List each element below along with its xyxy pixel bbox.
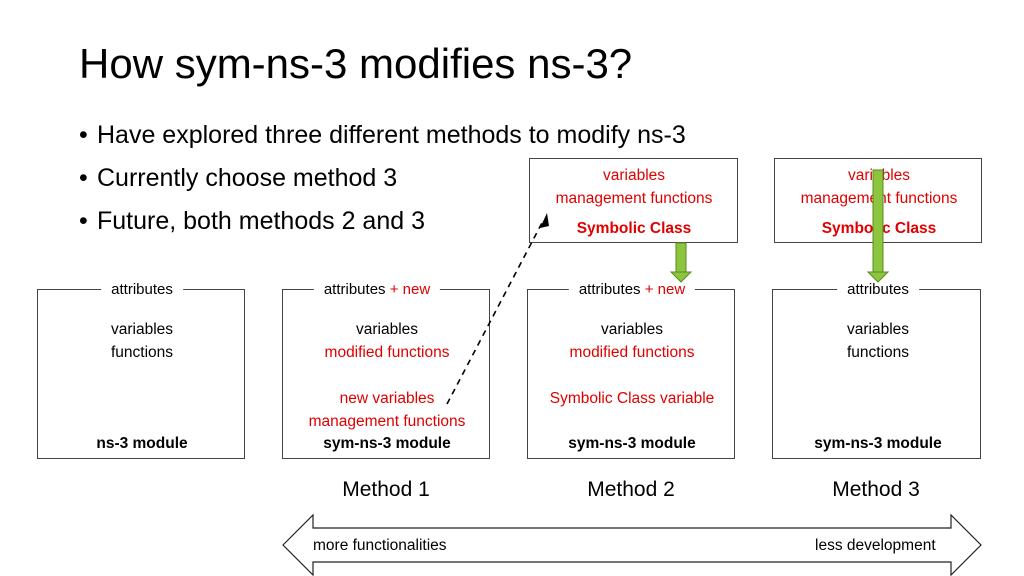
module-name: ns-3 module xyxy=(96,435,188,452)
method2-module-box: attributes + new variables modified func… xyxy=(527,281,735,459)
slide-title: How sym-ns-3 modifies ns-3? xyxy=(79,40,633,87)
module-name: sym-ns-3 module xyxy=(323,435,451,452)
dashed-arrow xyxy=(446,213,549,405)
attributes-label: attributes + new xyxy=(568,281,696,299)
bullet-text: Currently choose method 3 xyxy=(97,164,398,192)
module-variables: variables xyxy=(600,321,664,338)
spectrum-left-label: more functionalities xyxy=(313,537,447,554)
method-label-1: Method 1 xyxy=(342,478,430,501)
attributes-label: attributes xyxy=(837,281,919,299)
bullet-item: •Future, both methods 2 and 3 xyxy=(79,207,425,235)
method-label-2: Method 2 xyxy=(587,478,675,501)
module-management-functions: management functions xyxy=(308,413,466,430)
bullet-text: Have explored three different methods to… xyxy=(97,121,686,149)
attributes-label: attributes + new xyxy=(313,281,441,299)
symbolic-management-functions: management functions xyxy=(555,190,713,207)
bullet-item: •Currently choose method 3 xyxy=(79,164,398,192)
module-new-variables: new variables xyxy=(339,390,435,407)
method1-module-box: attributes + new variables modified func… xyxy=(282,281,490,459)
green-down-arrow xyxy=(866,169,890,283)
module-name: sym-ns-3 module xyxy=(568,435,696,452)
bullet-text: Future, both methods 2 and 3 xyxy=(97,207,425,235)
symbolic-variables: variables xyxy=(602,167,666,184)
method3-module-box: attributes variables functions sym-ns-3 … xyxy=(772,281,981,459)
module-name: sym-ns-3 module xyxy=(814,435,942,452)
symbolic-class-box-method2: variables management functions Symbolic … xyxy=(529,158,738,243)
method-label-3: Method 3 xyxy=(832,478,920,501)
ns3-module-box: attributes variables functions ns-3 modu… xyxy=(37,281,245,459)
bullet-list: •Have explored three different methods t… xyxy=(79,114,686,243)
module-variables: variables xyxy=(355,321,419,338)
symbolic-class-name: Symbolic Class xyxy=(576,220,692,237)
spectrum-right-label: less development xyxy=(815,537,936,554)
double-headed-arrow xyxy=(282,513,982,576)
module-modified-functions: modified functions xyxy=(569,344,695,361)
module-symbolic-class-variable: Symbolic Class variable xyxy=(549,390,715,407)
bullet-item: •Have explored three different methods t… xyxy=(79,121,686,149)
module-variables: variables xyxy=(846,321,910,338)
green-down-arrow xyxy=(669,242,693,283)
attributes-label: attributes xyxy=(101,281,183,299)
module-functions: functions xyxy=(846,344,910,361)
module-functions: functions xyxy=(110,344,174,361)
module-modified-functions: modified functions xyxy=(324,344,450,361)
module-variables: variables xyxy=(110,321,174,338)
